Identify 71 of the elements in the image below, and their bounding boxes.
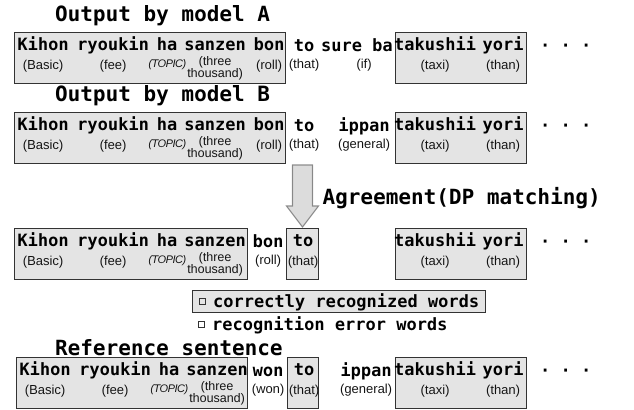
romanized-word: to — [292, 231, 314, 251]
romanized-word: sanzen — [183, 35, 247, 55]
gloss-text: (Basic) — [22, 58, 64, 71]
romanized-word: sure ba — [321, 36, 391, 56]
gloss-text: (three thousand) — [188, 380, 246, 404]
gloss-text: (than) — [485, 58, 521, 71]
romanized-word: bon — [252, 232, 284, 252]
romanized-word: won — [252, 361, 284, 381]
gloss-text: (if) — [355, 57, 373, 70]
gloss-text: (won) — [250, 382, 286, 395]
gloss-text: (taxi) — [420, 254, 450, 267]
gloss-text: (that) — [286, 254, 320, 267]
row-heading: Reference sentence — [55, 336, 283, 360]
gloss-text: (that) — [288, 137, 320, 150]
gloss-text: (three thousand) — [186, 251, 244, 275]
gloss-text: (general) — [338, 382, 394, 395]
romanized-word: Kihon — [16, 231, 70, 251]
romanized-word: sanzen — [183, 115, 247, 135]
gloss-text: (taxi) — [420, 58, 450, 71]
block-arrow — [285, 164, 320, 228]
gloss-text: (Basic) — [24, 383, 66, 396]
gloss-text: (TOPIC) — [149, 383, 189, 396]
word-group-box — [14, 32, 286, 84]
romanized-word: ryoukin — [78, 360, 152, 380]
gloss-text: (than) — [485, 138, 521, 151]
romanized-word: ippan — [337, 116, 391, 136]
romanized-word: bon — [252, 115, 286, 135]
gloss-text: (TOPIC) — [147, 138, 187, 151]
word-group-box — [16, 357, 248, 409]
romanized-word: yori — [482, 231, 524, 251]
row-heading: Output by model A — [55, 2, 270, 26]
ellipsis-dots: · · · — [540, 36, 592, 56]
romanized-word: Kihon — [16, 35, 70, 55]
legend-text: correctly recognized words — [213, 292, 480, 312]
romanized-word: Kihon — [18, 360, 72, 380]
romanized-word: ippan — [339, 361, 393, 381]
gloss-text: (Basic) — [22, 138, 64, 151]
gloss-text: (TOPIC) — [147, 58, 187, 71]
romanized-word: to — [292, 36, 316, 56]
gloss-text: (taxi) — [420, 138, 450, 151]
romanized-word: yori — [482, 360, 524, 380]
romanized-word: ryoukin — [76, 231, 150, 251]
romanized-word: bon — [252, 35, 286, 55]
legend-text: recognition error words — [212, 314, 448, 334]
gloss-text: (three thousand) — [186, 55, 244, 79]
ellipsis-dots: · · · — [540, 361, 592, 381]
romanized-word: to — [292, 116, 316, 136]
romanized-word: ryoukin — [76, 35, 150, 55]
gloss-text: (than) — [485, 383, 521, 396]
romanized-word: to — [292, 360, 316, 380]
word-group-box — [14, 228, 248, 280]
word-group-box — [286, 228, 319, 280]
ellipsis-dots: · · · — [540, 116, 592, 136]
gloss-text: (general) — [336, 137, 392, 150]
gloss-text: (that) — [288, 57, 320, 70]
edge-label: Agreement(DP matching) — [322, 185, 601, 209]
gloss-text: (three thousand) — [186, 135, 244, 159]
romanized-word: sanzen — [185, 360, 249, 380]
gloss-text: (taxi) — [420, 383, 450, 396]
romanized-word: yori — [482, 115, 524, 135]
row-heading: Output by model B — [55, 82, 270, 106]
gloss-text: (roll) — [254, 253, 282, 266]
ellipsis-dots: · · · — [540, 232, 592, 252]
word-group-box — [14, 112, 286, 164]
romanized-word: sanzen — [183, 231, 247, 251]
romanized-word: Kihon — [16, 115, 70, 135]
gloss-text: (than) — [485, 254, 521, 267]
gloss-text: (Basic) — [22, 254, 64, 267]
romanized-word: ryoukin — [76, 115, 150, 135]
gloss-text: (TOPIC) — [147, 254, 187, 267]
romanized-word: yori — [482, 35, 524, 55]
